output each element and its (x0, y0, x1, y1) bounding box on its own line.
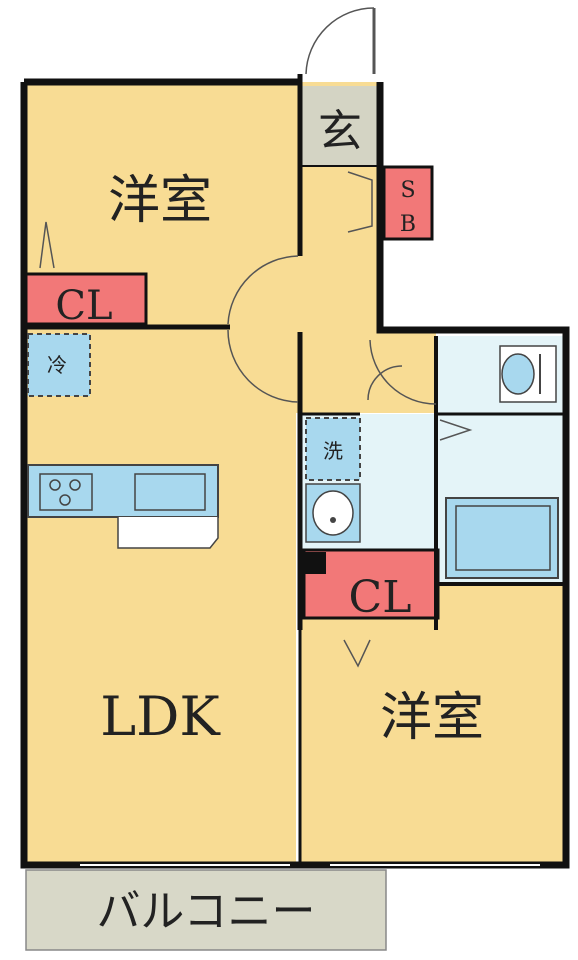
shoe-box: S B (382, 165, 434, 241)
washbasin (305, 483, 361, 543)
bathtub (445, 497, 559, 579)
shoe-box-label-top: S (400, 178, 415, 203)
closet-2: CL (302, 548, 440, 623)
washer-label: 洗 (323, 439, 343, 463)
closet-1-label: CL (55, 283, 112, 329)
toilet (499, 345, 557, 403)
walls (20, 74, 570, 869)
balcony-label: バルコニー (96, 886, 315, 937)
entrance-label: 玄 (318, 106, 362, 157)
fridge-label: 冷 (47, 353, 67, 377)
western-room-2-label: 洋室 (380, 688, 484, 748)
ldk-label: LDK (100, 685, 221, 748)
washer: 洗 (305, 417, 361, 481)
hall-lower-floor (296, 327, 436, 413)
western-room-1-label: 洋室 (108, 171, 212, 231)
fridge: 冷 (27, 333, 91, 397)
entrance-floor (300, 86, 378, 166)
balcony: バルコニー (25, 869, 387, 951)
entrance: 玄 (318, 106, 362, 157)
closet-1: CL (22, 272, 148, 329)
doors (39, 171, 473, 668)
ldk-floor (24, 327, 296, 865)
kitchen-counter (27, 464, 219, 549)
closet-2-label: CL (349, 572, 412, 623)
shoe-box-label-bottom: B (400, 212, 416, 237)
entrance-door (305, 7, 376, 75)
